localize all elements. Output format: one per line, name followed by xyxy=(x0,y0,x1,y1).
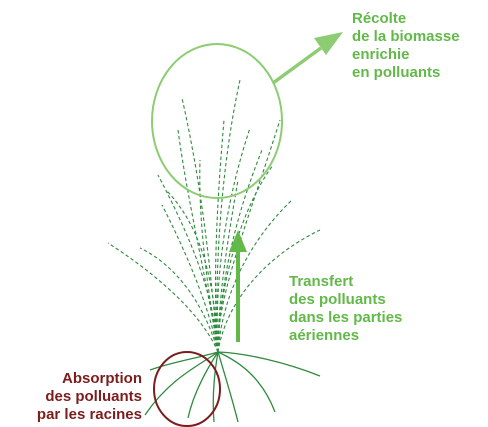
harvest-label-line-1: Récolte xyxy=(352,10,460,28)
absorption-label-line-1: Absorption xyxy=(37,370,142,388)
absorption-label: Absorption des polluants par les racines xyxy=(37,370,142,424)
absorption-label-line-3: par les racines xyxy=(37,406,142,424)
transfer-label-line-2: des polluants xyxy=(289,291,402,309)
plant-roots xyxy=(145,352,320,422)
roots-circle xyxy=(154,352,220,426)
harvest-ellipse xyxy=(152,44,282,198)
harvest-label-line-4: en polluants xyxy=(352,64,460,82)
transfer-label-line-4: aériennes xyxy=(289,327,402,345)
transfer-label: Transfert des polluants dans les parties… xyxy=(289,273,402,345)
harvest-label: Récolte de la biomasse enrichie en pollu… xyxy=(352,10,460,82)
transfer-label-line-3: dans les parties xyxy=(289,309,402,327)
transfer-arrow xyxy=(229,230,247,342)
harvest-label-line-2: de la biomasse xyxy=(352,28,460,46)
absorption-label-line-2: des polluants xyxy=(37,388,142,406)
harvest-label-line-3: enrichie xyxy=(352,46,460,64)
harvest-arrow xyxy=(273,32,343,83)
transfer-label-line-1: Transfert xyxy=(289,273,402,291)
